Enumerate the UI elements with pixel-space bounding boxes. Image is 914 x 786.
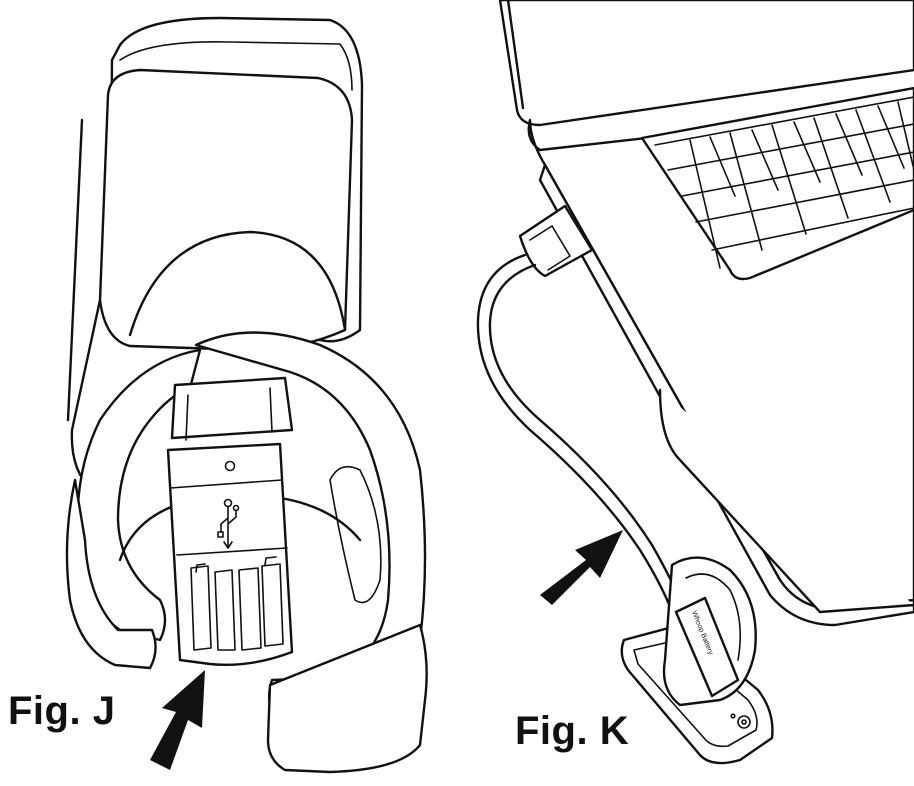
insert-arrow-k	[540, 530, 623, 605]
figure-label-j: Fig. J	[8, 689, 115, 734]
strap-sleeve-front	[100, 70, 352, 350]
figure-label-k: Fig. K	[515, 709, 629, 754]
insert-arrow-j	[150, 670, 205, 770]
battery-sled	[172, 378, 292, 438]
fig-k-drawing: Whoop Battery	[478, 0, 914, 763]
strap-sleeve-side-inner	[68, 120, 82, 420]
fig-j-drawing	[67, 18, 427, 772]
